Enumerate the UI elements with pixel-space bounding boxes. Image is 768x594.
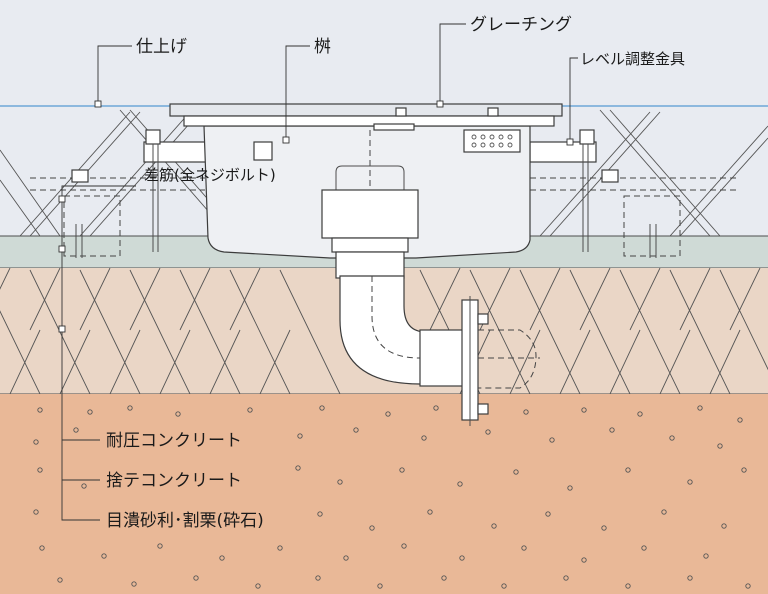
adjust-holes bbox=[471, 134, 513, 148]
right-anchor-assembly bbox=[529, 129, 681, 258]
left-anchor-assembly bbox=[63, 129, 207, 258]
gravel-pebbles bbox=[33, 405, 751, 589]
label-dowel-bolt: 差筋(全ネジボルト) bbox=[144, 166, 276, 184]
basin-handle bbox=[335, 165, 405, 190]
grating-plate bbox=[169, 103, 563, 117]
label-finish: 仕上げ bbox=[136, 37, 187, 57]
concrete-hatch bbox=[0, 268, 768, 394]
label-pressure-concrete: 耐圧コンクリート bbox=[106, 431, 242, 451]
label-basin: 桝 bbox=[314, 37, 331, 57]
grating-bolts bbox=[395, 107, 499, 117]
level-adjust-plate bbox=[463, 129, 521, 153]
label-grating: グレーチング bbox=[470, 15, 572, 35]
label-lean-concrete: 捨テコンクリート bbox=[106, 471, 242, 491]
label-level-bracket: レベル調整金具 bbox=[580, 50, 685, 68]
gravel-soil-layer bbox=[0, 394, 768, 594]
outlet-collar bbox=[321, 189, 419, 239]
label-gravel: 目潰砂利･割栗(砕石) bbox=[106, 511, 264, 531]
leader-lines bbox=[58, 23, 578, 521]
